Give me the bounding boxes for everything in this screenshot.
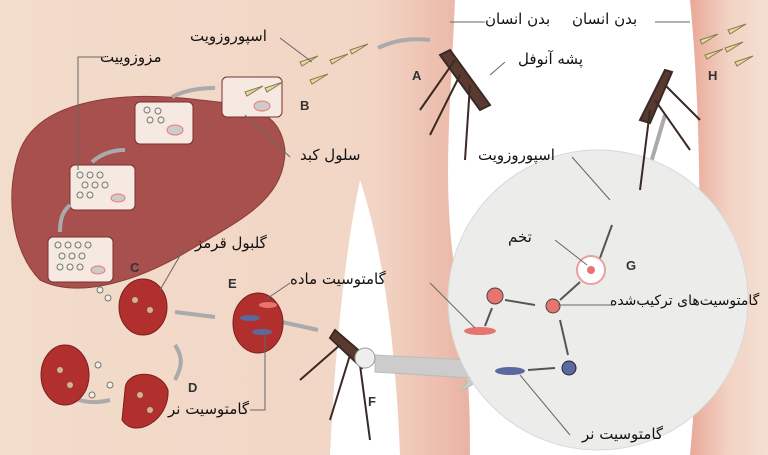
stage-e: E: [228, 276, 237, 291]
label-combined-gametocytes: گامتوسیت‌های ترکیب‌شده: [610, 293, 760, 309]
mosquito-icons: [299, 48, 701, 441]
label-sporozoite-mosquito: اسپوروزویت: [478, 146, 555, 164]
label-zygote: تخم: [508, 228, 532, 246]
label-male-gametocyte-left: گامتوسیت نر: [168, 400, 250, 418]
merozoites: [54, 106, 165, 399]
stage-g: G: [626, 258, 637, 273]
label-human-body-2: بدن انسان: [572, 10, 638, 28]
label-human-body-1: بدن انسان: [485, 10, 551, 28]
stage-h: H: [708, 68, 718, 83]
label-anopheles-mosquito: پشه آنوفل: [518, 50, 583, 68]
mosquito-gut-circle: [447, 149, 749, 451]
label-liver-cell: سلول کبد: [300, 146, 361, 164]
label-male-gametocyte-right: گامتوسیت نر: [582, 425, 664, 443]
label-merozoite: مزوزوییت: [100, 48, 162, 66]
stage-c: C: [130, 260, 140, 275]
stage-a: A: [412, 68, 422, 83]
stage-f: F: [368, 394, 376, 409]
label-red-blood-cell: گلبول قرمز: [195, 234, 267, 252]
leg-gap: [330, 180, 400, 455]
label-female-gametocyte: گامتوسیت ماده: [290, 270, 386, 288]
stage-d: D: [188, 380, 198, 395]
stage-b: B: [300, 98, 310, 113]
label-sporozoite-top: اسپوروزویت: [190, 27, 267, 45]
red-blood-cells: [40, 278, 284, 429]
